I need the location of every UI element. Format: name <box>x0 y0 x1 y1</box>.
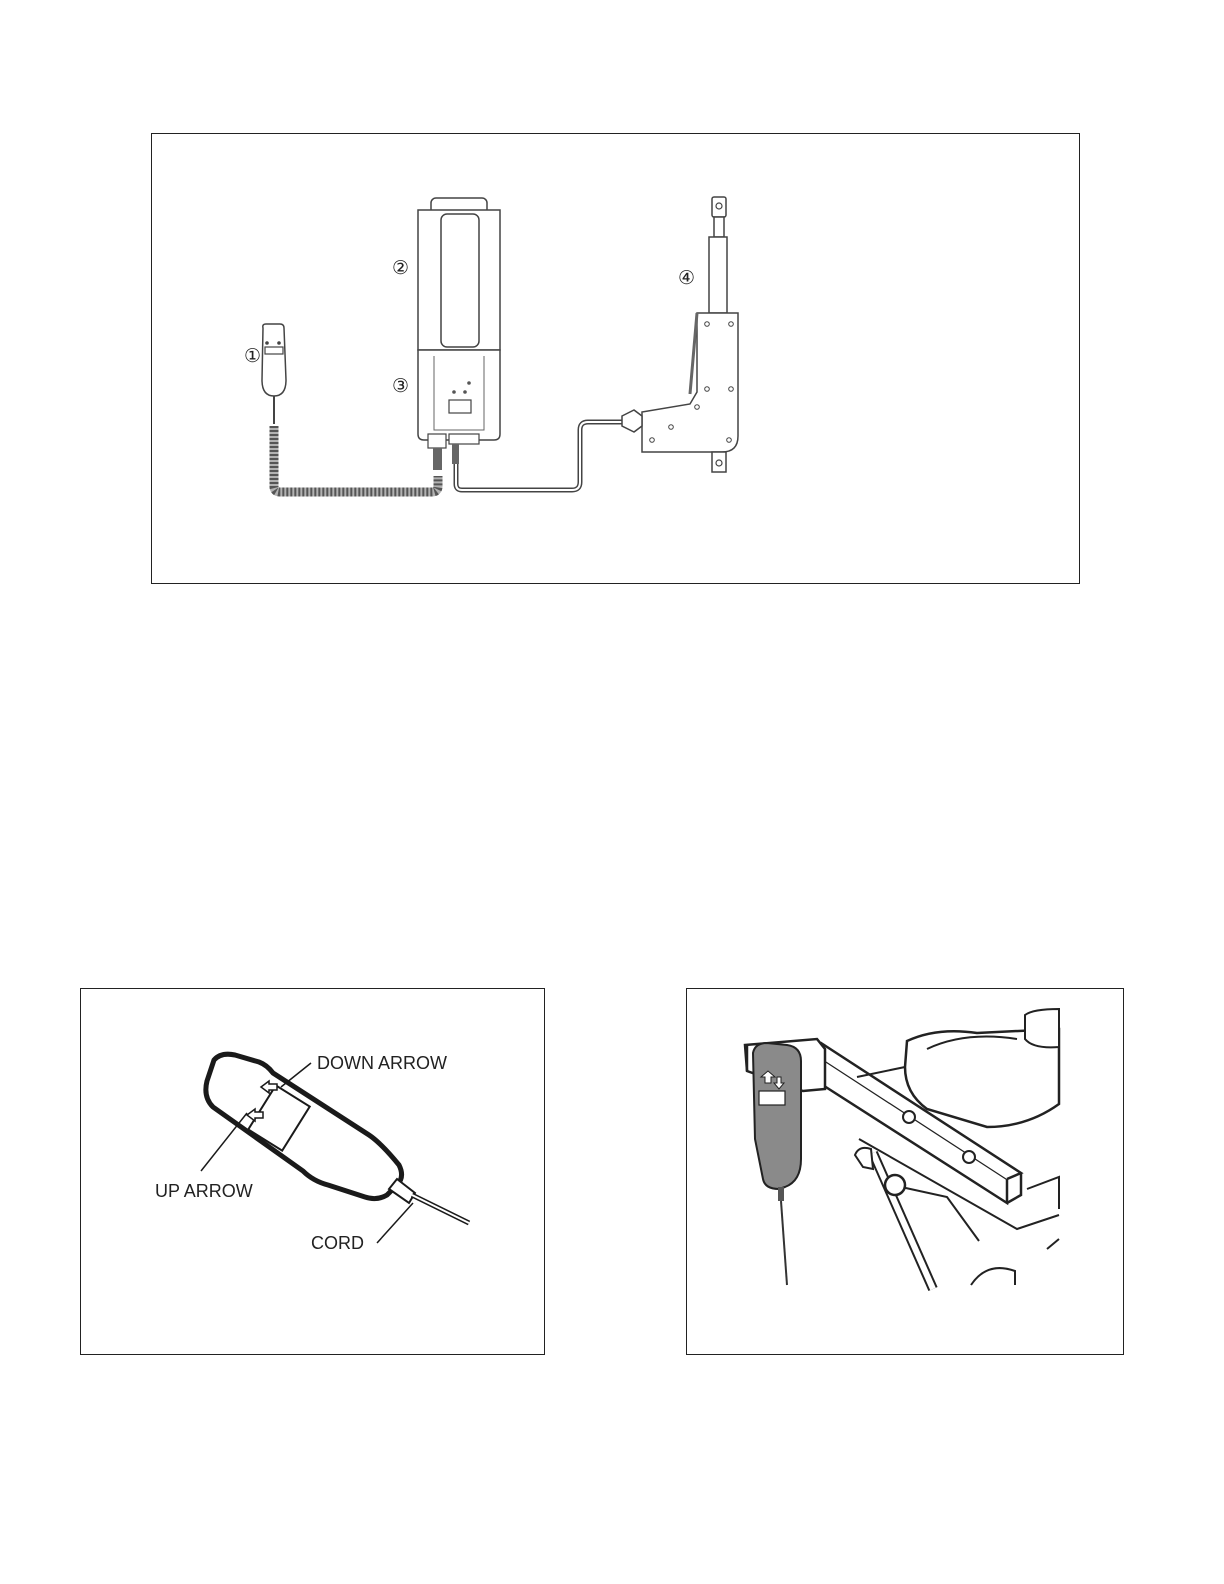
control-box <box>418 350 500 448</box>
mounted-hand-pendant <box>753 1043 801 1285</box>
system-overview-figure: ① ② ③ <box>151 133 1080 584</box>
pendant-plug <box>433 448 442 470</box>
down-arrow-label: DOWN ARROW <box>317 1053 447 1073</box>
callout-4: ④ <box>678 267 695 289</box>
mounted-pendant-drawing <box>687 989 1125 1356</box>
hand-pendant <box>262 324 286 396</box>
actuator-plug <box>452 444 459 464</box>
pendant-labels-figure: DOWN ARROW UP ARROW CORD <box>80 988 545 1355</box>
battery-unit <box>418 198 500 350</box>
cord-label: CORD <box>311 1233 364 1253</box>
seat-cushion <box>905 1009 1059 1127</box>
mounted-pendant-figure <box>686 988 1124 1355</box>
up-arrow-label: UP ARROW <box>155 1181 253 1201</box>
callout-3: ③ <box>392 375 409 397</box>
linear-actuator <box>622 197 738 472</box>
system-overview-drawing: ① ② ③ <box>152 134 1081 585</box>
coiled-cord <box>274 396 438 492</box>
callout-1: ① <box>244 345 261 367</box>
pendant-drawing: DOWN ARROW UP ARROW CORD <box>81 989 546 1356</box>
callout-2: ② <box>392 257 409 279</box>
